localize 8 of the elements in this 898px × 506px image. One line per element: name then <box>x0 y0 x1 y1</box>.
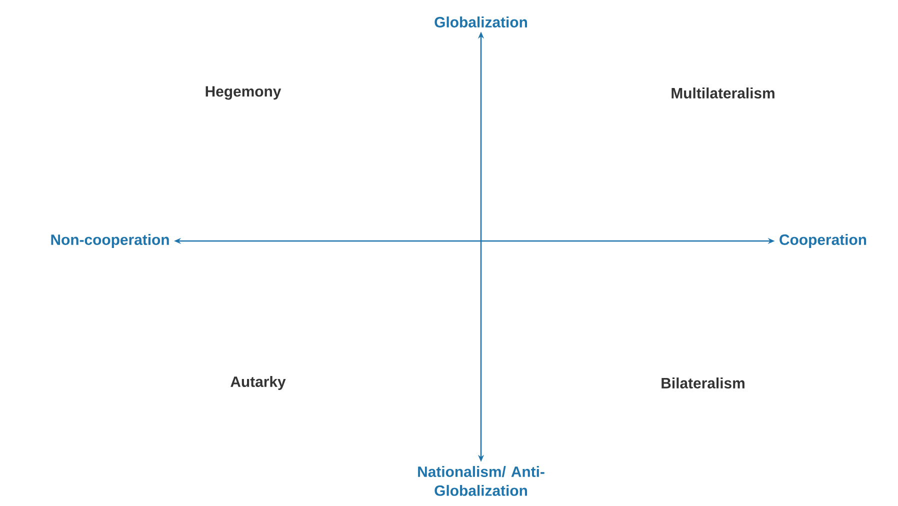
quadrant-label: Multilateralism <box>672 88 774 98</box>
axis-label: Nationalism/ Anti-Globalization <box>418 466 544 496</box>
quadrant-label: Hegemony <box>206 86 282 100</box>
axis-label: Non-cooperation <box>51 234 169 248</box>
axis-label: Cooperation <box>780 234 866 248</box>
quadrant-label: Bilateralism <box>662 378 744 388</box>
quadrant-label: Autarky <box>230 376 286 390</box>
axis-label: Globalization <box>434 16 527 28</box>
